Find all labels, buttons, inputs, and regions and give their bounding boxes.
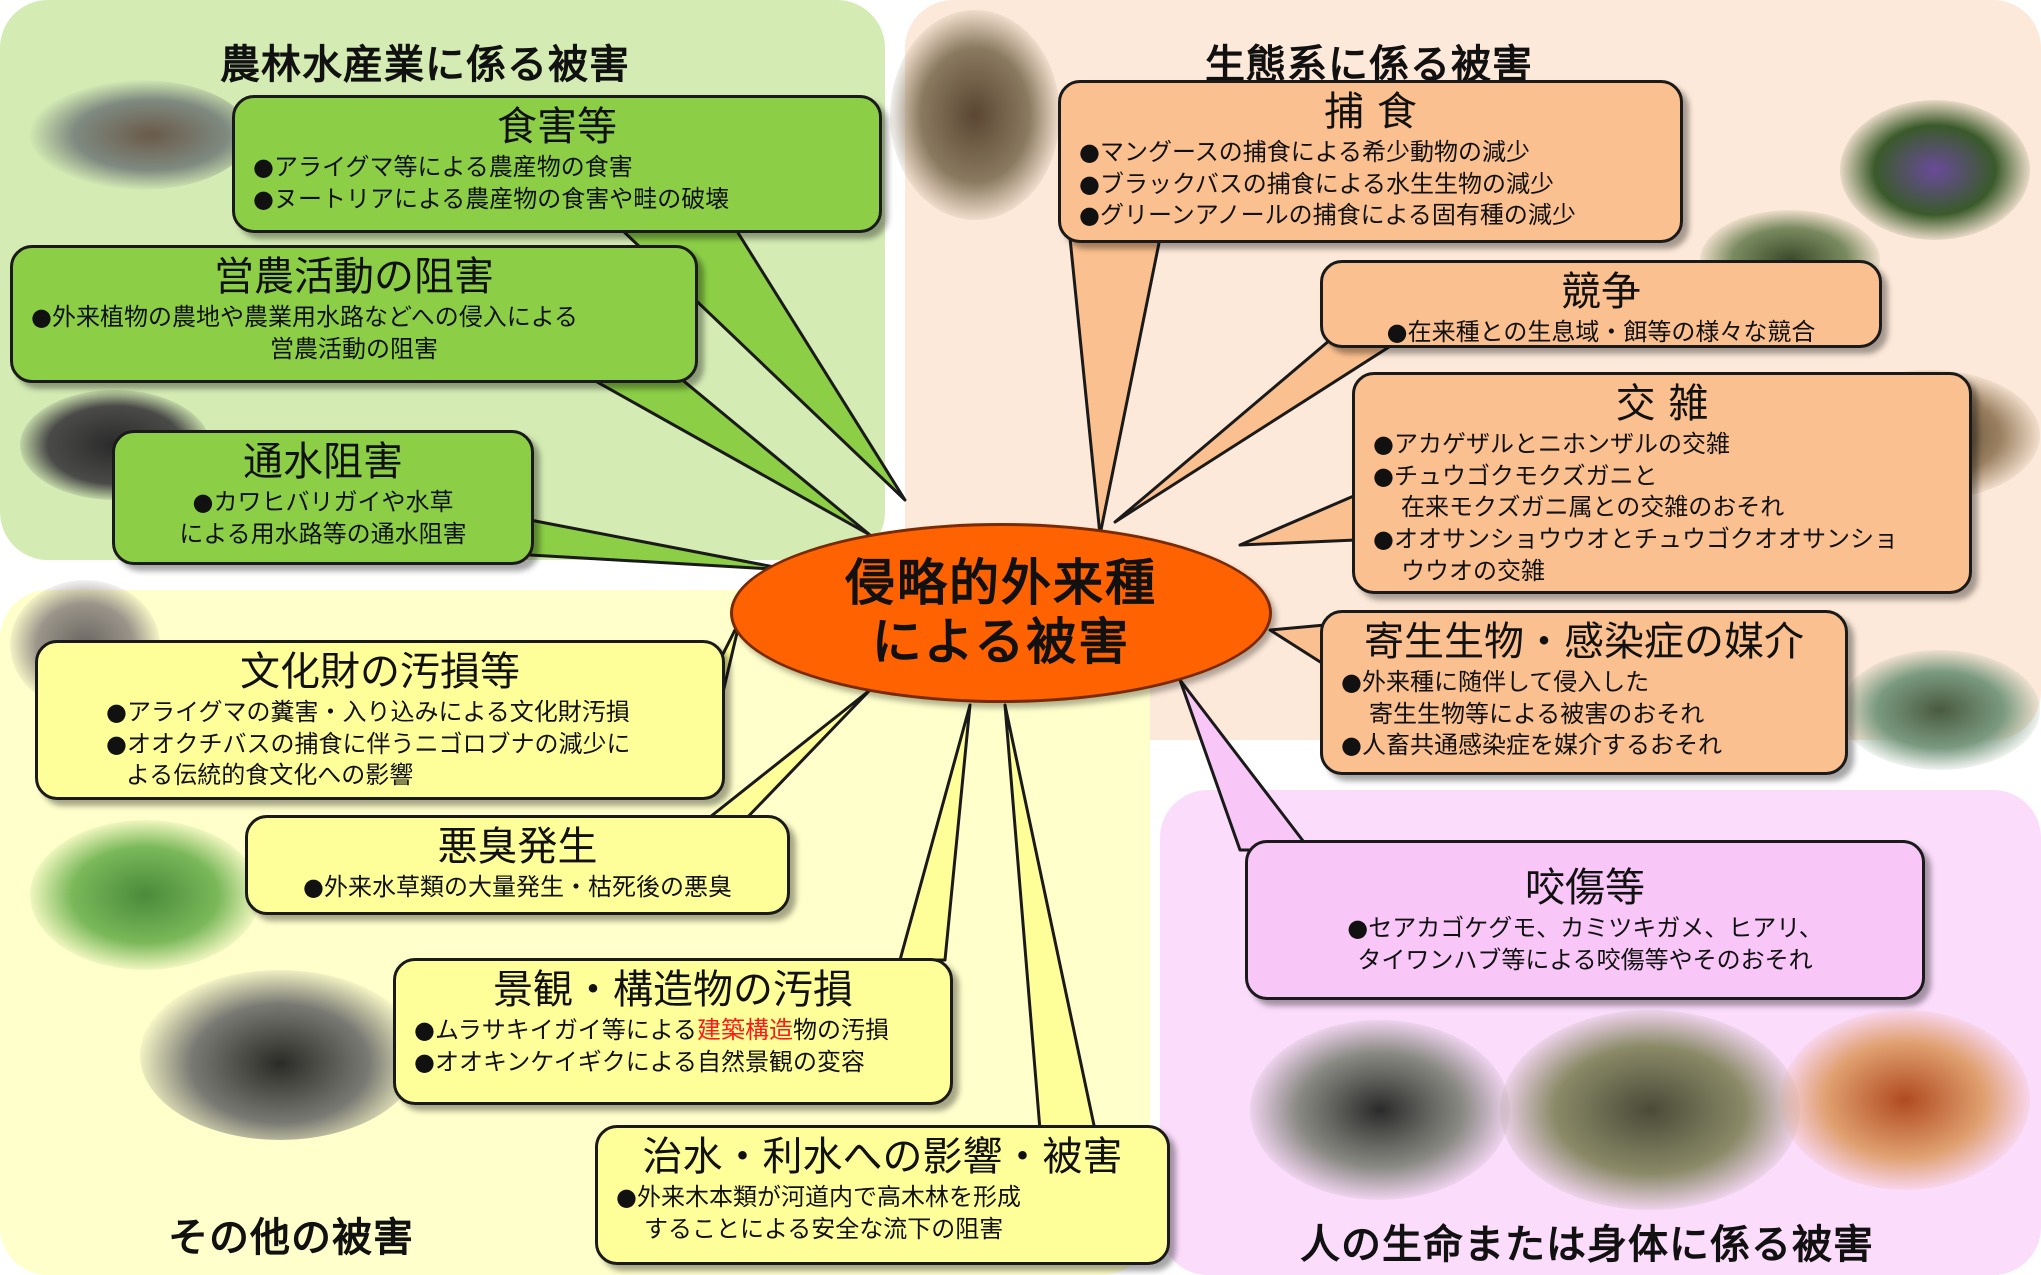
box-hybrid-item: ●オオサンショウウオとチュウゴクオオサンショ <box>1373 525 1898 554</box>
redback-spider-photo <box>1250 1020 1510 1200</box>
nutria-photo <box>30 80 250 190</box>
landscape-item-text: ●ムラサキイガイ等による <box>414 1016 698 1044</box>
box-cultural-title: 文化財の汚損等 <box>240 649 520 695</box>
tail-predation <box>1068 236 1162 537</box>
box-feeding: 食害等 ●アライグマ等による農産物の食害 ●ヌートリアによる農産物の食害や畦の破… <box>232 95 882 233</box>
box-flood-title: 治水・利水への影響・被害 <box>642 1134 1123 1180</box>
zone-title-other: その他の被害 <box>168 1215 414 1261</box>
box-predation-item: ●グリーンアノールの捕食による固有種の減少 <box>1079 201 1576 230</box>
box-predation-title: 捕 食 <box>1324 89 1417 135</box>
box-competition-title: 競争 <box>1561 269 1641 315</box>
box-hybrid-item: ●アカゲザルとニホンザルの交雑 <box>1373 430 1730 458</box>
tail-bite <box>1178 678 1312 852</box>
tail-water <box>528 518 792 572</box>
box-feeding-item: ●アライグマ等による農産物の食害 <box>253 153 633 181</box>
box-parasite-item: ●外来種に随伴して侵入した <box>1341 668 1650 696</box>
box-farming-title: 営農活動の阻害 <box>214 254 494 300</box>
box-competition: 競争 ●在来種との生息域・餌等の様々な競合 <box>1320 260 1882 348</box>
box-flood-item: することによる安全な流下の阻害 <box>644 1214 1004 1243</box>
tail-odor <box>698 688 872 827</box>
box-hybrid-item: ウウオの交雑 <box>1401 556 1545 585</box>
box-hybrid: 交 雑 ●アカゲザルとニホンザルの交雑 ●チュウゴクモクズガニと 在来モクズガニ… <box>1352 372 1972 594</box>
box-feeding-title: 食害等 <box>497 104 617 150</box>
zone-title-agriculture: 農林水産業に係る被害 <box>220 42 630 88</box>
box-flood: 治水・利水への影響・被害 ●外来木本類が河道内で高木林を形成 することによる安全… <box>595 1125 1170 1265</box>
center-title-line: による被害 <box>871 613 1131 671</box>
box-landscape-title: 景観・構造物の汚損 <box>493 967 853 1013</box>
mongoose-photo <box>890 10 1060 220</box>
box-predation: 捕 食 ●マングースの捕食による希少動物の減少 ●ブラックバスの捕食による水生生… <box>1058 80 1683 243</box>
box-competition-item: ●在来種との生息域・餌等の様々な競合 <box>1386 318 1816 346</box>
box-farming-item: 営農活動の阻害 <box>270 334 438 363</box>
center-title-line: 侵略的外来種 <box>845 554 1157 612</box>
box-bite: 咬傷等 ●セアカゴケグモ、カミツキガメ、ヒアリ、 タイワンハブ等による咬傷等やそ… <box>1245 840 1925 1000</box>
box-flood-item: ●外来木本類が河道内で高木林を形成 <box>616 1183 1021 1211</box>
box-cultural-item: ●オオクチバスの捕食に伴うニゴロブナの減少に <box>106 729 631 758</box>
box-predation-item: ●ブラックバスの捕食による水生生物の減少 <box>1079 169 1555 198</box>
box-hybrid-item: 在来モクズガニ属との交雑のおそれ <box>1401 493 1785 522</box>
box-water: 通水阻害 ●カワヒバリガイや水草 による用水路等の通水阻害 <box>112 430 534 565</box>
fire-ant-photo <box>1780 1010 2030 1190</box>
landscape-highlight-text: 建築構造 <box>697 1016 794 1044</box>
zone-title-human: 人の生命または身体に係る被害 <box>1300 1222 1874 1268</box>
box-farming-item: ●外来植物の農地や農業用水路などへの侵入による <box>31 303 579 331</box>
shore-mussels-photo <box>140 970 420 1140</box>
tail-flood <box>1003 703 1097 1132</box>
water-lettuce-photo <box>30 820 260 970</box>
tick-photo <box>1840 650 2040 770</box>
box-cultural: 文化財の汚損等 ●アライグマの糞害・入り込みによる文化財汚損 ●オオクチバスの捕… <box>35 640 725 800</box>
box-cultural-item: よる伝統的食文化への影響 <box>126 761 414 790</box>
box-bite-item: ●セアカゴケグモ、カミツキガメ、ヒアリ、 <box>1347 914 1823 942</box>
box-landscape-item: ●ムラサキイガイ等による建築構造物の汚損 <box>414 1015 932 1047</box>
box-parasite-item: 寄生生物等による被害のおそれ <box>1369 699 1705 728</box>
box-bite-title: 咬傷等 <box>1525 865 1645 911</box>
snapping-turtle-photo <box>1500 1010 1800 1210</box>
box-water-item: ●カワヒバリガイや水草 <box>192 488 454 516</box>
center-ellipse: 侵略的外来種 による被害 <box>730 523 1272 703</box>
box-odor-item: ●外来水草類の大量発生・枯死後の悪臭 <box>303 873 732 901</box>
box-bite-item: タイワンハブ等による咬傷等やそのおそれ <box>1357 945 1813 974</box>
box-landscape: 景観・構造物の汚損 ●ムラサキイガイ等による建築構造物の汚損 ●オオキンケイギク… <box>393 958 953 1105</box>
box-odor-title: 悪臭発生 <box>437 824 598 870</box>
box-water-item: による用水路等の通水阻害 <box>179 519 467 548</box>
box-cultural-item: ●アライグマの糞害・入り込みによる文化財汚損 <box>106 698 630 726</box>
tail-landscape <box>898 703 972 962</box>
box-parasite-title: 寄生生物・感染症の媒介 <box>1364 619 1804 665</box>
box-landscape-item: ●オオキンケイギクによる自然景観の変容 <box>414 1047 866 1076</box>
bumblebee-photo <box>1840 100 2030 240</box>
landscape-item-text: 物の汚損 <box>793 1016 890 1044</box>
box-water-title: 通水阻害 <box>243 439 403 485</box>
box-odor: 悪臭発生 ●外来水草類の大量発生・枯死後の悪臭 <box>245 815 790 915</box>
box-farming: 営農活動の阻害 ●外来植物の農地や農業用水路などへの侵入による 営農活動の阻害 <box>10 245 698 383</box>
box-hybrid-item: ●チュウゴクモクズガニと <box>1373 461 1658 490</box>
box-predation-item: ●マングースの捕食による希少動物の減少 <box>1079 138 1531 166</box>
tail-hybrid <box>1238 493 1358 547</box>
box-feeding-item: ●ヌートリアによる農産物の食害や畦の破壊 <box>253 184 730 213</box>
box-parasite: 寄生生物・感染症の媒介 ●外来種に随伴して侵入した 寄生生物等による被害のおそれ… <box>1320 610 1848 775</box>
tail-parasite <box>1268 623 1327 667</box>
box-hybrid-title: 交 雑 <box>1615 381 1709 427</box>
box-parasite-item: ●人畜共通感染症を媒介するおそれ <box>1341 731 1722 760</box>
